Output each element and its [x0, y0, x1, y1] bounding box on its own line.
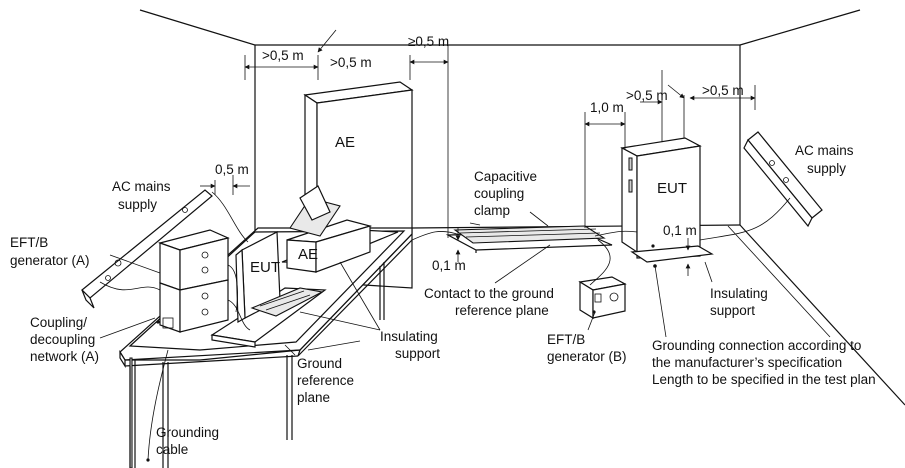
label-ac-right-1: AC mains [795, 143, 854, 158]
dimensions: >0,5 m >0,5 m ≥0,5 m 0,5 m 1,0 m >0,5 m … [200, 29, 756, 276]
label-eft-b-1: EFT/B [547, 332, 585, 347]
label-ground-plane-1: Ground [297, 356, 342, 371]
label-clamp-1: Capacitive [474, 169, 537, 184]
capacitive-coupling-clamp [453, 225, 606, 244]
label-clamp-2: coupling [474, 186, 524, 201]
ac-mains-strip-left [81, 189, 213, 309]
label-eut-left: EUT [250, 259, 280, 276]
label-ae-small: AE [298, 246, 318, 263]
dim-eut-to-ac: >0,5 m [702, 83, 744, 98]
cables [99, 191, 791, 462]
label-ac-left-2: supply [118, 197, 157, 212]
label-contact-1: Contact to the ground [424, 286, 554, 301]
label-cdn-2: decoupling [30, 332, 95, 347]
label-ins-support-right-1: Insulating [710, 286, 768, 301]
dim-ac-left: 0,5 m [215, 162, 249, 177]
label-clamp-3: clamp [474, 203, 510, 218]
eft-b-generator-a-and-cdn [157, 229, 230, 333]
ac-mains-strip-right [743, 131, 823, 228]
dim-clamp-height: 0,1 m [432, 258, 466, 273]
dim-ae-side-left: >0,5 m [262, 48, 304, 63]
eut-cabinet [620, 137, 714, 263]
label-contact-2: reference plane [455, 303, 549, 318]
label-eft-a-1: EFT/B [10, 235, 48, 250]
dim-clamp-to-eut: 1,0 m [590, 100, 624, 115]
label-eut-right: EUT [657, 180, 687, 197]
eft-b-generator-b [578, 276, 627, 320]
labels: AE AE EUT EUT AC mains supply AC mains s… [10, 134, 876, 457]
label-ground-plane-2: reference [297, 373, 354, 388]
label-eft-b-2: generator (B) [547, 349, 627, 364]
label-grounding-conn-1: Grounding connection according to [652, 338, 861, 353]
label-grounding-cable-2: cable [156, 442, 188, 457]
label-ac-left-1: AC mains [112, 179, 171, 194]
label-grounding-cable-1: Grounding [156, 425, 219, 440]
table-devices [235, 185, 373, 324]
label-ae: AE [335, 134, 355, 151]
label-ground-plane-3: plane [297, 390, 330, 405]
label-ac-right-2: supply [807, 161, 846, 176]
label-grounding-conn-2: the manufacturer’s specification [652, 355, 842, 370]
label-cdn-1: Coupling/ [30, 315, 87, 330]
dim-ae-side-right: >0,5 m [330, 55, 372, 70]
label-cdn-3: network (A) [30, 349, 99, 364]
label-grounding-conn-3: Length to be specified in the test plan [652, 372, 876, 387]
label-ins-support-left-1: Insulating [380, 329, 438, 344]
leader-lines [99, 211, 831, 356]
label-ins-support-left-2: support [395, 346, 440, 361]
label-ins-support-right-2: support [710, 303, 755, 318]
dim-ae-to-clamp: ≥0,5 m [408, 34, 449, 49]
dim-eut-side: >0,5 m [626, 88, 668, 103]
dim-eut-support-height: 0,1 m [663, 223, 697, 238]
terminal-dots [156, 244, 657, 324]
label-eft-a-2: generator (A) [10, 253, 90, 268]
